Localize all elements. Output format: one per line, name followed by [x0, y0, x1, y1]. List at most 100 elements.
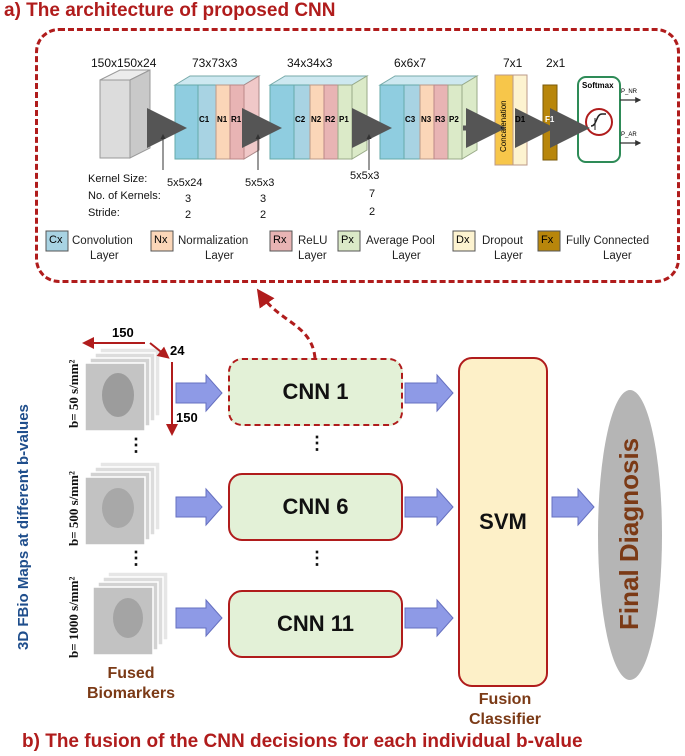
fusion-line-1: Fusion: [478, 691, 532, 708]
label-r3: R3: [435, 115, 446, 124]
cnn1-box: CNN 1: [228, 358, 403, 426]
s2-value: 2: [260, 209, 267, 221]
arrow-cnn11-to-svm: [404, 598, 454, 638]
label-softmax: Softmax: [582, 81, 614, 90]
image-stack-b500: [84, 461, 161, 546]
b-value-1000: b= 1000 s/mm²: [66, 576, 81, 658]
label-c1: C1: [199, 115, 210, 124]
arrow-cnn1-to-svm: [404, 373, 454, 413]
stack-dim-width: 150: [112, 325, 134, 340]
label-f1: F1: [545, 115, 555, 124]
legend-abbr-norm: Nx: [154, 234, 168, 246]
legend-text-dropout-2: Layer: [494, 250, 523, 262]
legend-swatch-norm: [150, 230, 174, 252]
arrow-stack-to-cnn11: [175, 598, 223, 638]
fused-biomarkers-label: Fused Biomarkers: [86, 664, 176, 704]
legend-abbr-fc: Fx: [541, 234, 554, 246]
legend-text-norm-1: Normalization: [178, 235, 249, 247]
arrow-stack-to-cnn1: [175, 373, 223, 413]
legend-text-pool-2: Layer: [392, 250, 421, 262]
label-n2: N2: [311, 115, 322, 124]
legend-abbr-conv: Cx: [49, 234, 63, 246]
stack-dim-depth: 24: [170, 343, 185, 358]
label-n1: N1: [217, 115, 228, 124]
k3-value: 5x5x3: [350, 170, 380, 182]
cnn6-box: CNN 6: [228, 473, 403, 541]
k1-value: 5x5x24: [167, 177, 203, 189]
n3-value: 7: [369, 188, 376, 200]
dots-cnn-lower: ⋮: [308, 548, 326, 568]
dots-stack-lower: ⋮: [127, 548, 145, 568]
label-c2: C2: [295, 115, 306, 124]
label-p-ar: P_AR: [621, 132, 637, 138]
svm-box: SVM: [458, 357, 548, 687]
side-label: 3D FBio Maps at different b-values: [15, 404, 32, 650]
dim-concat: 7x1: [503, 56, 523, 70]
image-stack-b1000: [92, 571, 169, 656]
legend-abbr-relu: Rx: [273, 234, 287, 246]
legend-text-conv-2: Layer: [90, 250, 119, 262]
legend-text-pool-1: Average Pool: [366, 235, 435, 247]
label-c3: C3: [405, 115, 416, 124]
legend-text-relu-2: Layer: [298, 250, 327, 262]
k2-value: 5x5x3: [245, 177, 275, 189]
cnn11-box: CNN 11: [228, 590, 403, 658]
legend-text-fc-1: Fully Connected: [566, 235, 650, 247]
stride-label: Stride:: [88, 207, 120, 219]
legend-swatch-fc: [537, 230, 561, 252]
block-2: [268, 75, 369, 160]
dim-input: 150x150x24: [91, 56, 157, 70]
arrow-stack-to-cnn6: [175, 487, 223, 527]
fusion-title: b) The fusion of the CNN decisions for e…: [22, 731, 583, 752]
legend-swatch-conv: [45, 230, 69, 252]
arrow-cnn6-to-svm: [404, 487, 454, 527]
arrow-svm-to-final: [551, 487, 595, 527]
num-kernels-label: No. of Kernels:: [88, 190, 161, 202]
legend-abbr-dropout: Dx: [456, 234, 470, 246]
legend-text-norm-2: Layer: [205, 250, 234, 262]
architecture-panel: [35, 28, 680, 283]
label-n3: N3: [421, 115, 432, 124]
label-concatenation: Concatenation: [499, 100, 508, 152]
input-volume: [99, 69, 151, 159]
fused-line-1: Fused: [107, 665, 155, 682]
fused-line-2: Biomarkers: [86, 685, 176, 702]
dim-block3: 6x6x7: [394, 56, 427, 70]
label-p2: P2: [449, 115, 459, 124]
s3-value: 2: [369, 206, 376, 218]
n2-value: 3: [260, 193, 267, 205]
legend-text-relu-1: ReLU: [298, 235, 328, 247]
legend-abbr-pool: Px: [341, 234, 354, 246]
dim-fc: 2x1: [546, 56, 566, 70]
label-r2: R2: [325, 115, 336, 124]
legend-text-conv-1: Convolution: [72, 235, 133, 247]
legend-text-fc-2: Layer: [603, 250, 632, 262]
legend-text-dropout-1: Dropout: [482, 235, 523, 247]
label-r1: R1: [231, 115, 242, 124]
stack-dim-height: 150: [176, 410, 198, 425]
fusion-classifier-label: Fusion Classifier: [455, 690, 555, 730]
legend-swatch-pool: [337, 230, 361, 252]
label-p1: P1: [339, 115, 349, 124]
dim-block1: 73x73x3: [192, 56, 238, 70]
legend-swatch-relu: [269, 230, 293, 252]
fusion-line-2: Classifier: [468, 711, 542, 728]
final-diagnosis-ellipse: [598, 390, 662, 680]
softmax-icon: [585, 108, 613, 136]
b-value-50: b= 50 s/mm²: [66, 359, 81, 428]
s1-value: 2: [185, 209, 192, 221]
label-d1: D1: [515, 115, 526, 124]
dots-stack-upper: ⋮: [127, 435, 145, 455]
zoom-arrow: [256, 288, 317, 359]
dim-block2: 34x34x3: [287, 56, 333, 70]
image-stack-b50: [84, 347, 161, 432]
architecture-title: a) The architecture of proposed CNN: [4, 0, 336, 21]
kernel-size-label: Kernel Size:: [88, 173, 148, 185]
legend-swatch-dropout: [452, 230, 476, 252]
b-value-500: b= 500 s/mm²: [66, 471, 81, 546]
dots-cnn-upper: ⋮: [308, 433, 326, 453]
n1-value: 3: [185, 193, 192, 205]
label-p-nr: P_NR: [621, 89, 638, 95]
final-diagnosis-label: Final Diagnosis: [614, 437, 644, 630]
